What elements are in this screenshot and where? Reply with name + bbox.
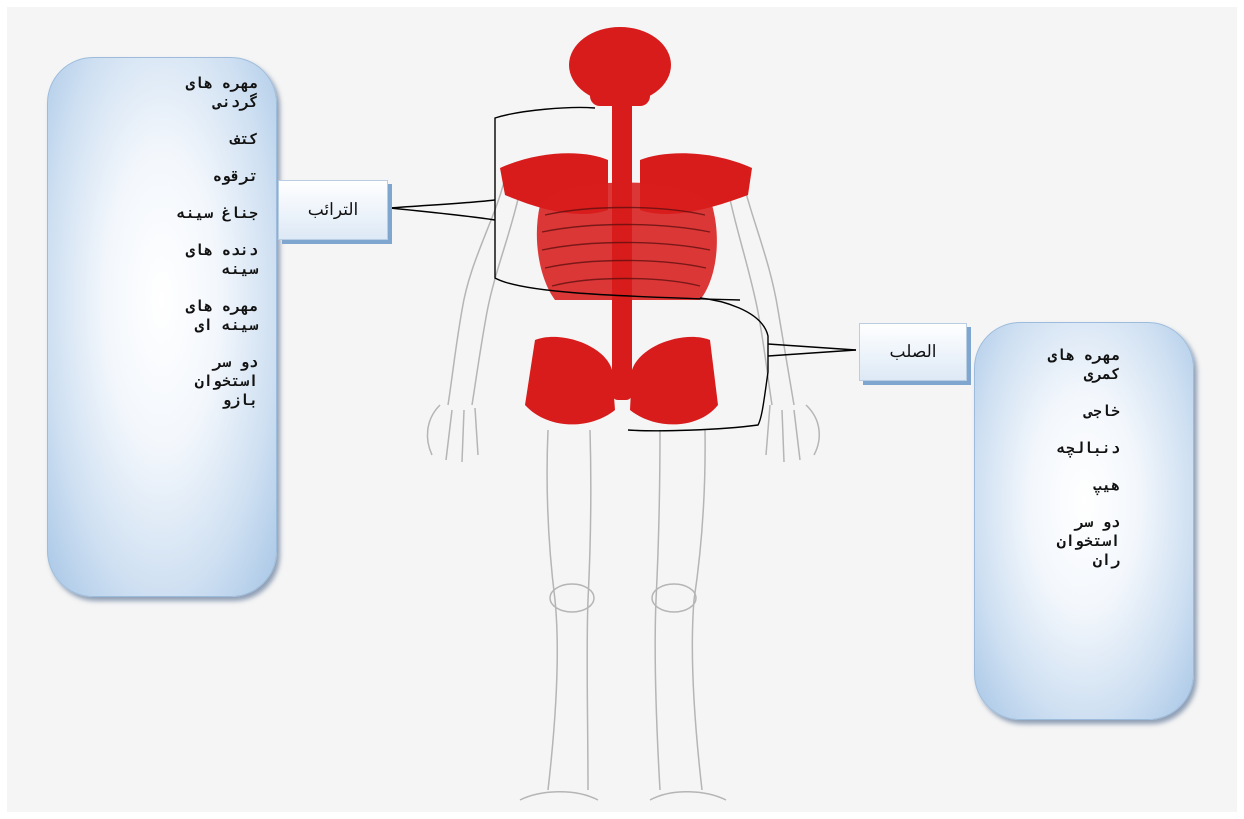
left-region-tag: الترائب xyxy=(278,180,388,240)
right-region-tag: الصلب xyxy=(859,323,967,381)
axial-skeleton xyxy=(500,27,752,424)
